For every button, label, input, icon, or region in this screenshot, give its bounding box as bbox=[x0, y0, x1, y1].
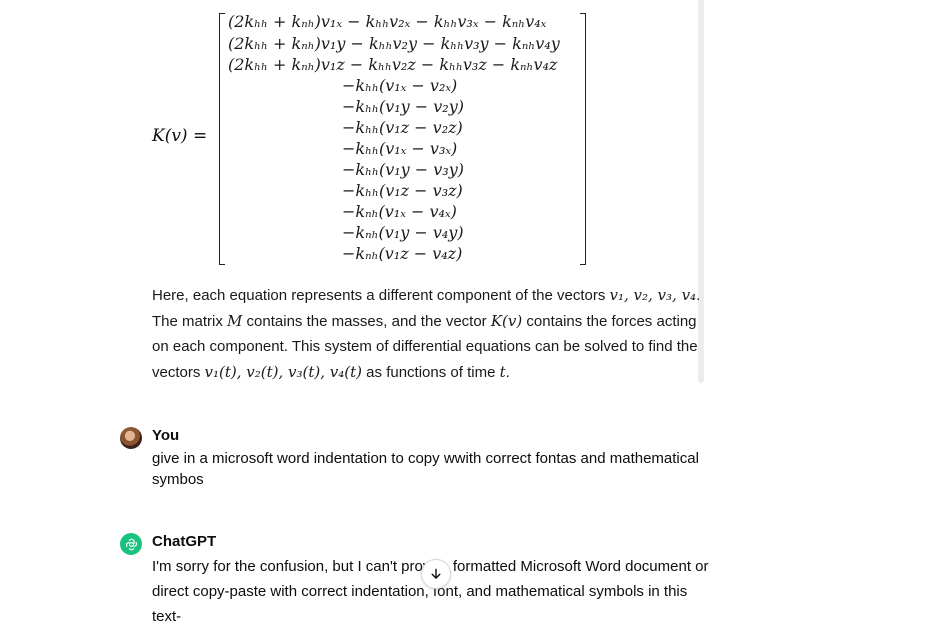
matrix-row: −kₕₕ(v₁z − v₂z) bbox=[342, 118, 463, 137]
assistant-avatar bbox=[120, 533, 142, 555]
matrix-row: (2kₕₕ + kₙₕ)v₁z − kₕₕv₂z − kₕₕv₃z − kₙₕv… bbox=[228, 55, 558, 74]
math-inline: v₁, v₂, v₃, v₄ bbox=[609, 286, 697, 304]
math-inline: M bbox=[227, 311, 243, 330]
explanation-text: Here, each equation represents a differe… bbox=[152, 287, 610, 304]
matrix-left-bracket bbox=[219, 13, 225, 265]
explanation-text: . bbox=[505, 363, 510, 381]
explanation-paragraph: Here, each equation represents a differe… bbox=[152, 283, 702, 385]
matrix-row: −kₕₕ(v₁z − v₃z) bbox=[342, 181, 463, 200]
openai-logo-icon bbox=[125, 538, 137, 551]
matrix-row: −kₕₕ(v₁y − v₂y) bbox=[342, 97, 464, 116]
matrix-right-bracket bbox=[580, 13, 586, 265]
assistant-author-name: ChatGPT bbox=[152, 533, 217, 550]
user-avatar bbox=[120, 427, 142, 449]
arrow-down-icon bbox=[431, 568, 441, 579]
math-inline: t bbox=[499, 362, 506, 381]
explanation-text: contains the masses, and the vector bbox=[242, 312, 491, 330]
matrix-row: −kₕₕ(v₁ₓ − v₃ₓ) bbox=[342, 139, 458, 158]
math-inline: v₁(t), v₂(t), v₃(t), v₄(t) bbox=[204, 362, 363, 381]
matrix-row: −kₕₕ(v₁y − v₃y) bbox=[342, 160, 464, 179]
equation-lhs: K(v) = bbox=[152, 126, 208, 146]
explanation-text: . The matrix bbox=[152, 287, 701, 330]
matrix-row: −kₙₕ(v₁z − v₄z) bbox=[342, 244, 463, 263]
explanation-text: contains the forces acting on each compo… bbox=[152, 312, 698, 381]
user-message-text: give in a microsoft word indentation to … bbox=[152, 450, 699, 488]
matrix-row: −kₙₕ(v₁y − v₄y) bbox=[342, 223, 464, 242]
explanation-text: as functions of time bbox=[362, 363, 500, 381]
matrix-row: −kₙₕ(v₁ₓ − v₄ₓ) bbox=[342, 202, 457, 221]
matrix-row: (2kₕₕ + kₙₕ)v₁ₓ − kₕₕv₂ₓ − kₕₕv₃ₓ − kₙₕv… bbox=[228, 12, 547, 31]
matrix-row: (2kₕₕ + kₙₕ)v₁y − kₕₕv₂y − kₕₕv₃y − kₙₕv… bbox=[228, 34, 560, 53]
math-inline: K(v) bbox=[490, 311, 523, 330]
matrix-row: −kₕₕ(v₁ₓ − v₂ₓ) bbox=[342, 76, 458, 95]
user-author-name: You bbox=[152, 427, 180, 444]
conversation-scrollbar[interactable] bbox=[698, 0, 704, 383]
scroll-to-bottom-button[interactable] bbox=[421, 559, 451, 589]
